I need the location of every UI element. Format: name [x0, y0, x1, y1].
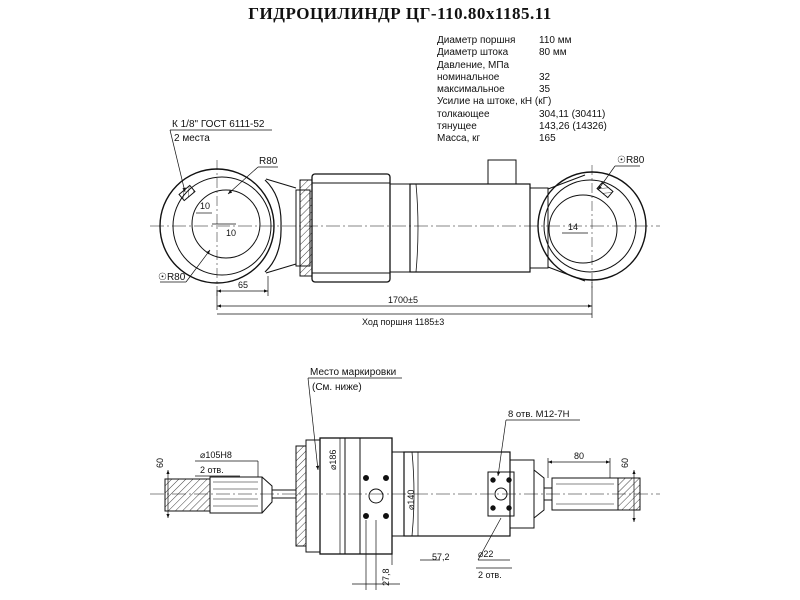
dim-105: ⌀105Н8 — [200, 450, 232, 460]
r80-bottom-label: ☉R80 — [158, 272, 186, 283]
port-note: К 1/8" ГОСТ 6111-52 — [172, 119, 265, 130]
spec-value: 32 — [539, 71, 551, 83]
spec-label: тянущее — [437, 121, 477, 133]
dim-27-8: 27,8 — [381, 568, 391, 586]
spec-label: Диаметр штока — [437, 47, 509, 59]
spec-label: Масса, кг — [437, 133, 481, 145]
dim-57-2: 57,2 — [432, 552, 450, 562]
port-boss — [487, 159, 517, 185]
dim-length: 1700±5 — [388, 295, 418, 305]
spec-label: максимальное — [437, 84, 505, 96]
spec-label: номинальное — [437, 71, 500, 83]
dim-60-left: 60 — [155, 458, 165, 468]
spec-value: 35 — [539, 84, 551, 96]
port-count: 2 места — [174, 133, 210, 144]
spec-label: Усилие на штоке, кН (кГ) — [437, 96, 552, 108]
dim-2otv-left: 2 отв. — [200, 465, 224, 475]
marking-ref-label: (См. ниже) — [312, 382, 362, 393]
cylinder-body — [295, 159, 549, 283]
dim-stroke: Ход поршня 1185±3 — [362, 317, 444, 327]
spec-value: 110 мм — [539, 35, 572, 46]
spec-label: Диаметр поршня — [437, 35, 516, 46]
dim-140: ⌀140 — [406, 490, 416, 510]
dim-60-right: 60 — [620, 458, 630, 468]
bottom-view: Место маркировки (См. ниже) ⌀105Н8 2 отв… — [150, 367, 660, 590]
spec-label: толкающее — [437, 108, 490, 120]
spec-value: 304,11 (30411) — [539, 108, 606, 120]
dim-22: ⌀22 — [478, 549, 493, 559]
drawing-title: ГИДРОЦИЛИНДР ЦГ-110.80х1185.11 — [248, 4, 552, 23]
bottom-annotations: Место маркировки (См. ниже) ⌀105Н8 2 отв… — [155, 367, 636, 590]
spec-value: 80 мм — [539, 47, 567, 59]
dim-65: 65 — [238, 280, 248, 290]
dim-186: ⌀186 — [328, 450, 338, 470]
top-annotations: К 1/8" ГОСТ 6111-52 2 места R80 ☉R80 ☉R8… — [158, 119, 645, 327]
r80-right-label: ☉R80 — [617, 155, 645, 166]
dim-2otv-bottom: 2 отв. — [478, 570, 502, 580]
marking-place-label: Место маркировки — [310, 367, 396, 378]
left-eye — [159, 160, 297, 296]
spec-value: 165 — [539, 133, 556, 145]
dim-10a: 10 — [200, 201, 210, 211]
spec-value: 143,26 (14326) — [539, 121, 607, 133]
r80-top-label: R80 — [259, 156, 278, 167]
cylinder-block — [295, 437, 545, 555]
spec-label: Давление, МПа — [437, 59, 510, 71]
thread-label: 8 отв. М12-7Н — [508, 409, 570, 420]
dim-80: 80 — [574, 451, 584, 461]
right-eye — [537, 165, 647, 290]
left-end — [164, 476, 296, 514]
dim-10b: 10 — [226, 228, 236, 238]
top-view: К 1/8" ГОСТ 6111-52 2 места R80 ☉R80 ☉R8… — [150, 119, 660, 327]
dim-14: 14 — [568, 222, 578, 232]
